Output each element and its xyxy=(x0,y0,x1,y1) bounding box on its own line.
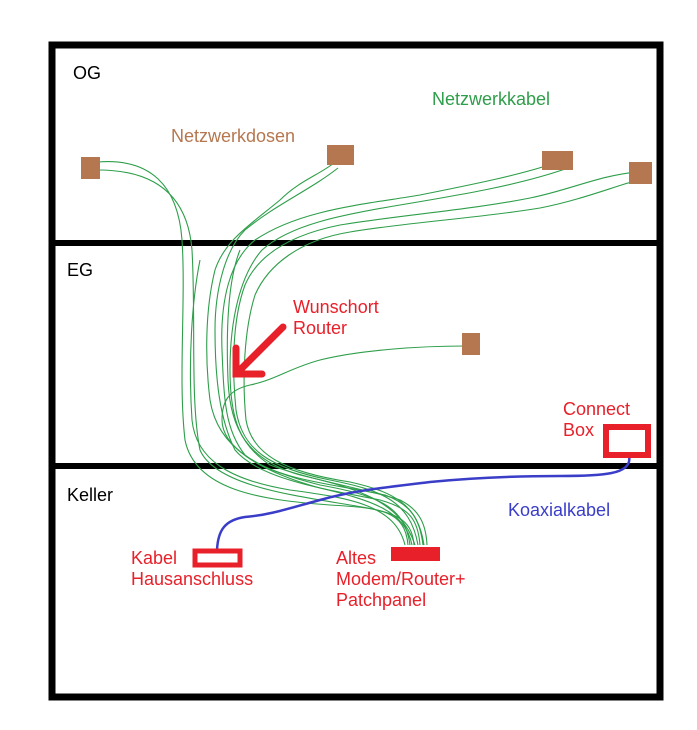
connect-box-label: Connect Box xyxy=(563,399,631,440)
socket-og-third xyxy=(542,151,573,170)
floor-label-keller: Keller xyxy=(67,485,114,505)
modem-patchpanel xyxy=(391,547,440,561)
wunschort-router-label: Wunschort Router xyxy=(293,297,379,338)
building-walls xyxy=(48,41,664,701)
wish-location-arrow xyxy=(232,323,287,378)
cable-riser-strand-2 xyxy=(226,249,416,546)
netzwerkdosen-label: Netzwerkdosen xyxy=(171,126,296,146)
cable-og-left-b xyxy=(97,169,415,546)
cable-house-connection xyxy=(192,548,243,568)
floor-label-eg: EG xyxy=(67,260,94,280)
floor-label-og: OG xyxy=(73,63,102,83)
network-sockets xyxy=(81,145,652,355)
cable-og-second-a xyxy=(206,159,411,546)
arrow-shaft xyxy=(232,323,287,378)
connect-box xyxy=(603,424,651,458)
arrow-head xyxy=(232,344,266,378)
socket-og-left xyxy=(81,157,100,179)
cable-og-right-b xyxy=(243,179,639,546)
netzwerkkabel-label: Netzwerkkabel xyxy=(432,89,551,109)
socket-eg xyxy=(462,333,480,355)
modem-label: Altes Modem/Router+ Patchpanel xyxy=(336,548,466,610)
building-outline xyxy=(48,41,664,701)
cable-og-third-b xyxy=(229,167,569,546)
socket-og-second xyxy=(327,145,354,165)
cable-og-right-a xyxy=(233,171,639,546)
network-cables xyxy=(97,159,639,546)
cable-riser-strand-1 xyxy=(189,259,406,546)
cable-og-left-a xyxy=(97,161,409,546)
koaxialkabel-label: Koaxialkabel xyxy=(508,500,611,520)
coax-cable xyxy=(215,455,631,551)
cable-eg-socket xyxy=(221,345,466,546)
socket-og-right xyxy=(629,162,652,184)
hausanschluss-label: Kabel Hausanschluss xyxy=(131,548,254,589)
cable-og-second-b xyxy=(214,167,421,546)
